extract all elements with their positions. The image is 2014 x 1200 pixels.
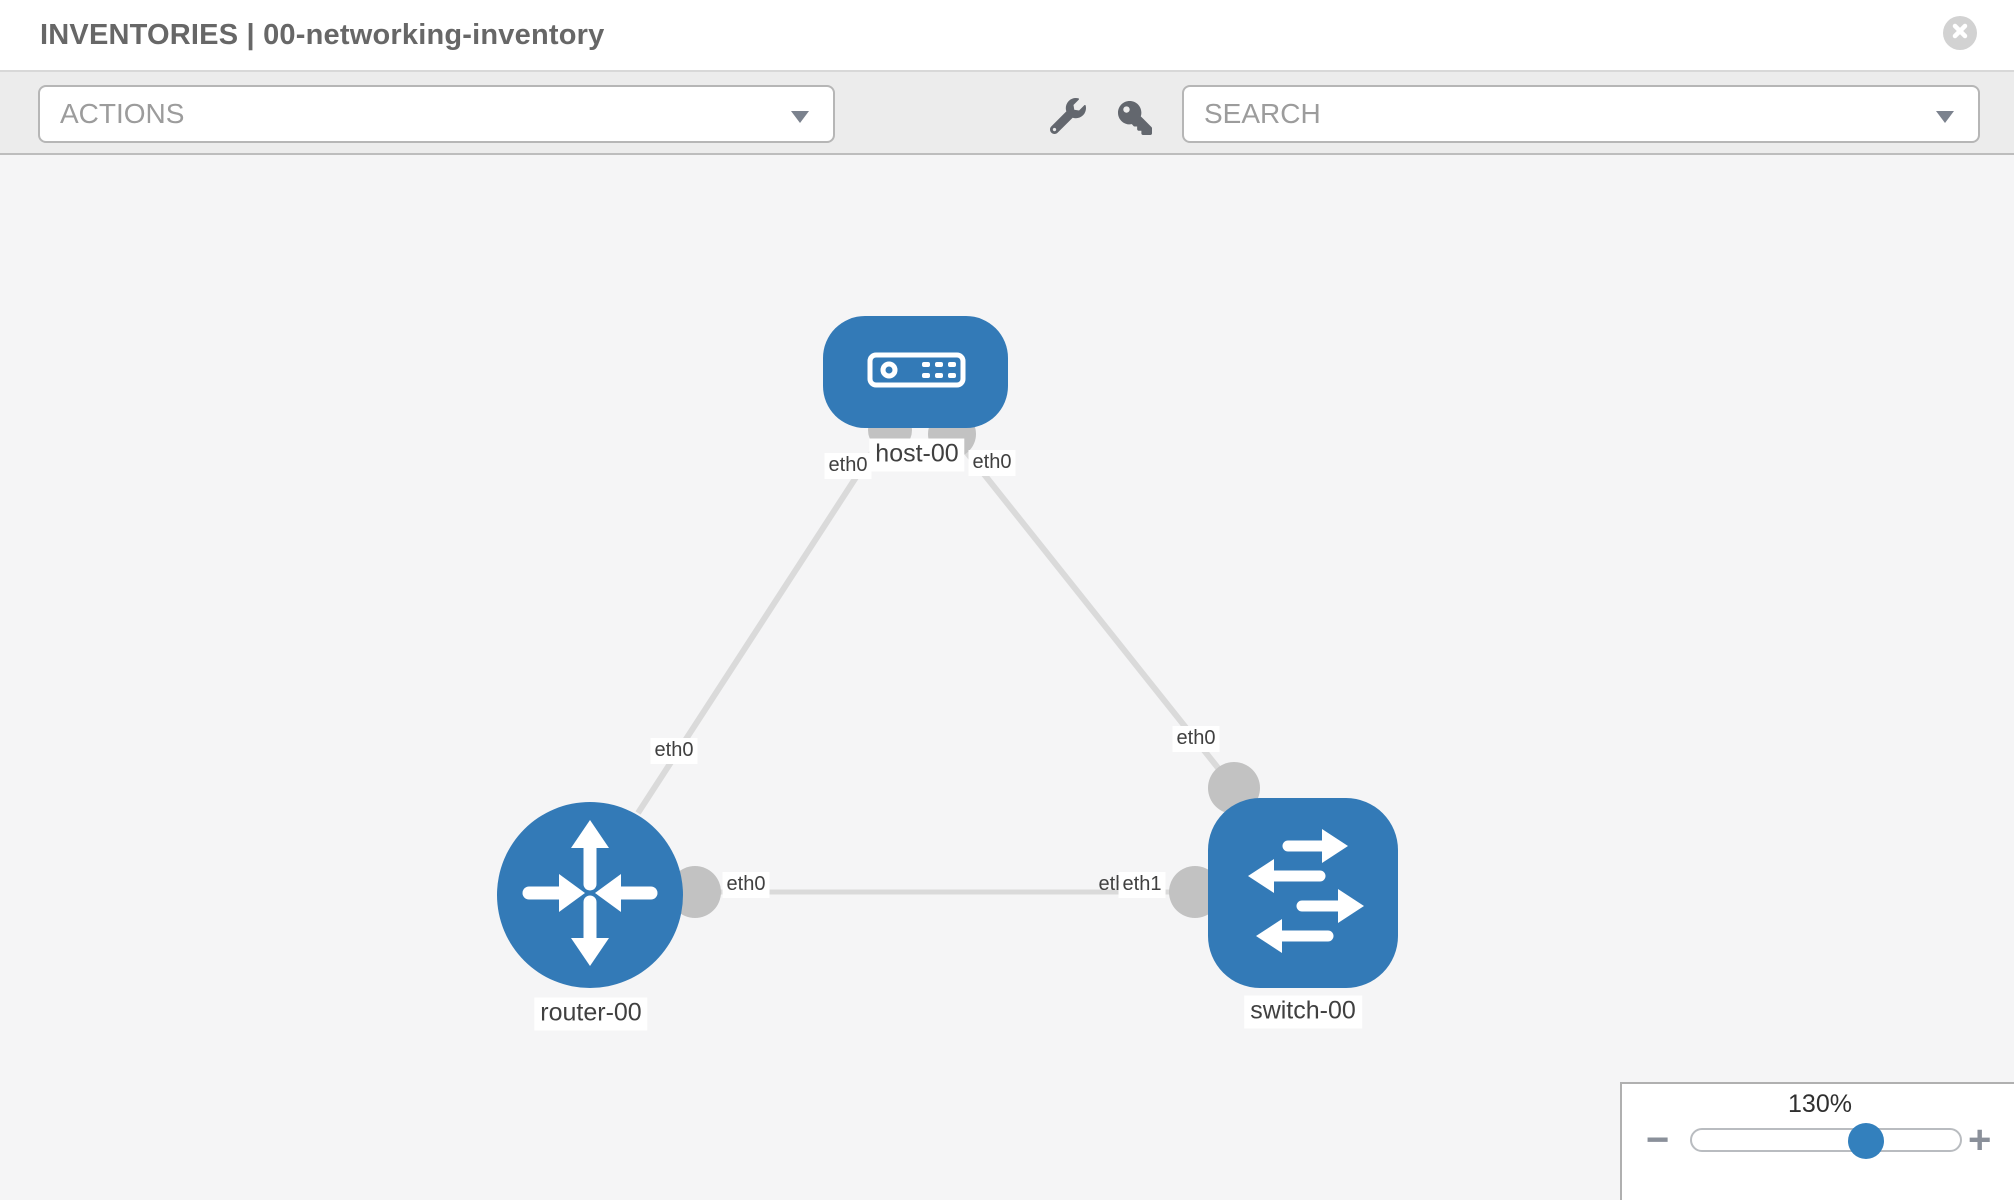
credentials-button[interactable] xyxy=(1115,98,1155,138)
switch-icon xyxy=(1208,796,1398,991)
toolbar: ACTIONS SEARCH xyxy=(0,72,2014,155)
zoom-level-readout: 130% xyxy=(1788,1090,1852,1118)
router-icon xyxy=(497,800,683,991)
key-icon xyxy=(1118,101,1152,135)
search-dropdown[interactable]: SEARCH xyxy=(1182,85,1980,143)
node-label-router: router-00 xyxy=(534,997,648,1031)
host-icon xyxy=(823,314,1008,431)
search-placeholder: SEARCH xyxy=(1204,98,1321,129)
close-button[interactable] xyxy=(1943,16,1977,50)
zoom-slider-track[interactable] xyxy=(1690,1123,1962,1159)
actions-dropdown-label: ACTIONS xyxy=(60,98,185,129)
actions-dropdown[interactable]: ACTIONS xyxy=(38,85,835,143)
wrench-icon xyxy=(1049,97,1086,139)
node-label-host: host-00 xyxy=(869,438,965,472)
port-label: eth0 xyxy=(1172,726,1220,752)
port-label: eth0 xyxy=(650,738,698,764)
port-label: eth0 xyxy=(968,450,1016,476)
configure-button[interactable] xyxy=(1048,97,1088,139)
zoom-control-panel: 130% − + xyxy=(1620,1082,2014,1200)
close-icon xyxy=(1952,23,1968,44)
node-router-00[interactable] xyxy=(497,802,683,988)
topology-canvas[interactable]: host-00 router-00 switch-00 eth0 eth0 et… xyxy=(0,155,2014,1200)
node-label-switch: switch-00 xyxy=(1244,995,1362,1029)
node-host-00[interactable] xyxy=(823,316,1008,428)
zoom-slider-knob[interactable] xyxy=(1848,1123,1884,1159)
links-layer xyxy=(635,408,1260,918)
zoom-out-button[interactable]: − xyxy=(1646,1118,1670,1162)
zoom-in-button[interactable]: + xyxy=(1968,1118,1992,1162)
port-label: eth0 xyxy=(824,453,872,479)
port-label: eth1 xyxy=(1118,872,1166,898)
header-bar: INVENTORIES | 00-networking-inventory xyxy=(0,0,2014,72)
port-label: eth0 xyxy=(722,872,770,898)
node-switch-00[interactable] xyxy=(1208,798,1398,988)
page-title: INVENTORIES | 00-networking-inventory xyxy=(40,19,605,51)
chevron-down-icon xyxy=(1936,111,1954,123)
chevron-down-icon xyxy=(791,111,809,123)
